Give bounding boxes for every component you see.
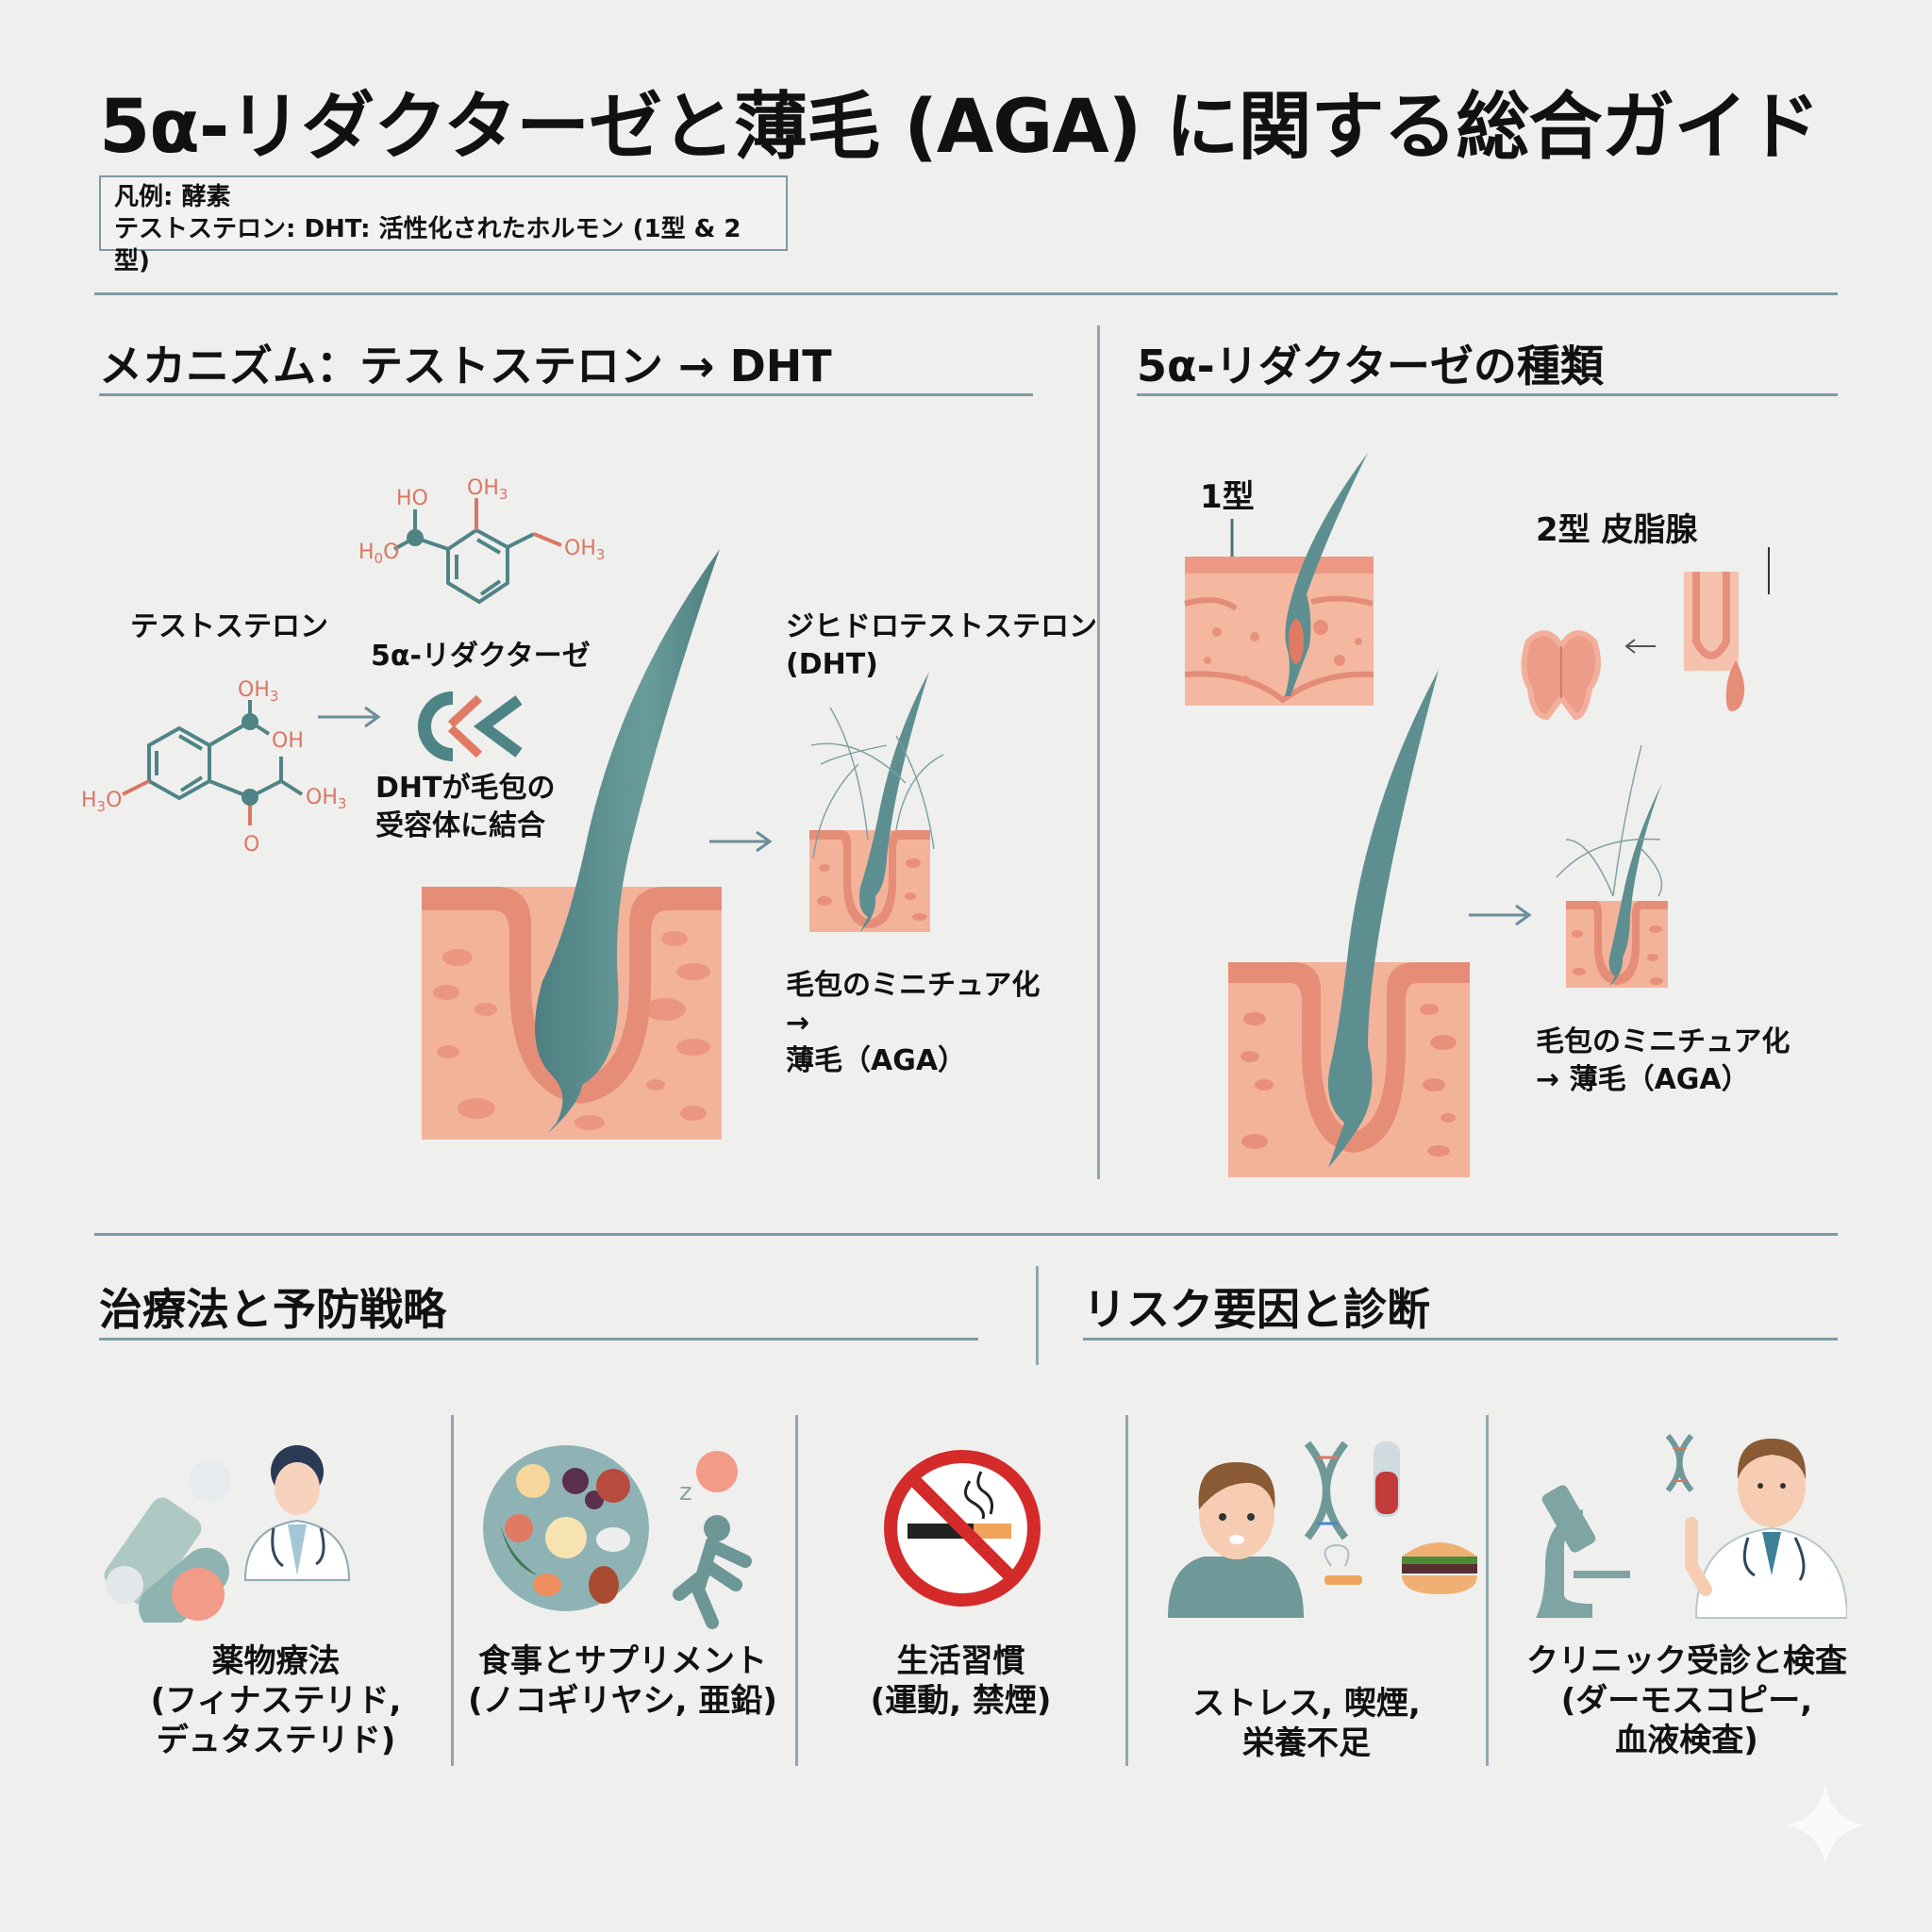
- arrow-right-icon: [1469, 904, 1532, 926]
- arrow-right-icon: [318, 706, 381, 728]
- treatment-card-label: 薬物療法 (フィナステリド, デュタステリド): [150, 1642, 402, 1759]
- miniaturized-follicle-icon: [809, 672, 944, 932]
- pills-doctor-icon: [104, 1445, 351, 1623]
- header-divider: [94, 292, 1838, 295]
- no-smoking-icon: [884, 1450, 1041, 1607]
- dht-label: ジヒドロテストステロン (DHT): [786, 610, 1097, 681]
- sparkle-icon: [1783, 1783, 1868, 1868]
- risk-card-factors: ストレス, 喫煙, 栄養不足: [1128, 1415, 1485, 1774]
- healthy-hair-follicle-icon: [422, 549, 722, 1140]
- molecule-top-icon: HO OH3 H0O OH3: [358, 476, 605, 605]
- legend-line-1: 凡例: 酵素: [114, 183, 231, 211]
- arrow-right-icon: [709, 830, 773, 853]
- middle-divider: [94, 1233, 1838, 1236]
- testosterone-label: テストステロン: [130, 610, 328, 643]
- risk-section-title: リスク要因と診断: [1083, 1284, 1430, 1335]
- type1-label: 1型: [1200, 478, 1255, 516]
- type2-label: 2型 皮脂腺: [1536, 511, 1698, 549]
- svg-text:OH3: OH3: [306, 786, 346, 812]
- legend-line-2: テストステロン: DHT: 活性化されたホルモン (1型 & 2型): [114, 215, 741, 275]
- sebaceous-gland-icon: [1521, 547, 1770, 721]
- risk-title-underline: [1083, 1338, 1838, 1341]
- testosterone-molecule-icon: OH3 OH H3O OH3 O: [81, 679, 346, 857]
- skin-cross-section-icon: [1184, 453, 1374, 706]
- card-divider: [451, 1415, 454, 1766]
- treatment-card-diet: z 食事とサプリメント (ノコギリヤシ, 亜鉛): [453, 1415, 792, 1774]
- svg-text:OH: OH: [272, 729, 304, 753]
- food-plate-runner-icon: z: [483, 1445, 752, 1629]
- svg-text:H3O: H3O: [81, 789, 122, 815]
- top-vertical-divider: [1097, 325, 1100, 1179]
- card-divider: [795, 1415, 798, 1766]
- legend-box: 凡例: 酵素 テストステロン: DHT: 活性化されたホルモン (1型 & 2型…: [99, 175, 788, 275]
- page-title: 5α-リダクターゼと薄毛 (AGA) に関する総合ガイド: [99, 85, 1820, 170]
- svg-text:OH3: OH3: [238, 679, 278, 705]
- risk-card-label: クリニック受診と検査 (ダーモスコピー, 血液検査): [1526, 1642, 1847, 1759]
- treatment-card-lifestyle: 生活習慣 (運動, 禁煙): [798, 1415, 1124, 1774]
- treatment-title-underline: [99, 1338, 978, 1341]
- svg-text:OH3: OH3: [467, 476, 508, 503]
- healthy-hair-follicle-icon: [1228, 670, 1470, 1177]
- types-title-underline: [1137, 393, 1838, 396]
- treatment-card-label: 食事とサプリメント (ノコギリヤシ, 亜鉛): [468, 1642, 777, 1720]
- binding-label: DHTが毛包の 受容体に結合: [375, 772, 556, 842]
- svg-text:H0O: H0O: [358, 541, 399, 567]
- enzyme-label: 5α-リダクターゼ: [371, 640, 591, 673]
- enzyme-icon: [418, 691, 523, 761]
- bottom-header-divider: [1036, 1266, 1039, 1365]
- mechanism-title-underline: [99, 393, 1033, 396]
- mechanism-result-label: 毛包のミニチュア化 → 薄毛（AGA）: [786, 969, 1041, 1077]
- svg-text:z: z: [679, 1478, 692, 1507]
- stressed-person-dna-burger-icon: [1168, 1441, 1477, 1618]
- treatment-card-label: 生活習慣 (運動, 禁煙): [870, 1642, 1052, 1720]
- treatment-section-title: 治療法と予防戦略: [99, 1284, 446, 1335]
- svg-text:HO: HO: [396, 487, 428, 510]
- miniaturized-follicle-icon: [1556, 745, 1668, 988]
- types-section-title: 5α-リダクターゼの種類: [1137, 341, 1604, 391]
- microscope-doctor-icon: [1536, 1434, 1847, 1619]
- risk-card-clinic: クリニック受診と検査 (ダーモスコピー, 血液検査): [1489, 1415, 1885, 1774]
- mechanism-section-title: メカニズム：テストステロン → DHT: [99, 341, 832, 391]
- card-divider: [1486, 1415, 1489, 1766]
- types-result-label: 毛包のミニチュア化 → 薄毛（AGA）: [1536, 1025, 1790, 1096]
- treatment-card-medication: 薬物療法 (フィナステリド, デュタステリド): [104, 1415, 448, 1774]
- risk-card-label: ストレス, 喫煙, 栄養不足: [1192, 1685, 1421, 1762]
- svg-text:O: O: [243, 833, 259, 857]
- card-divider: [1125, 1415, 1128, 1766]
